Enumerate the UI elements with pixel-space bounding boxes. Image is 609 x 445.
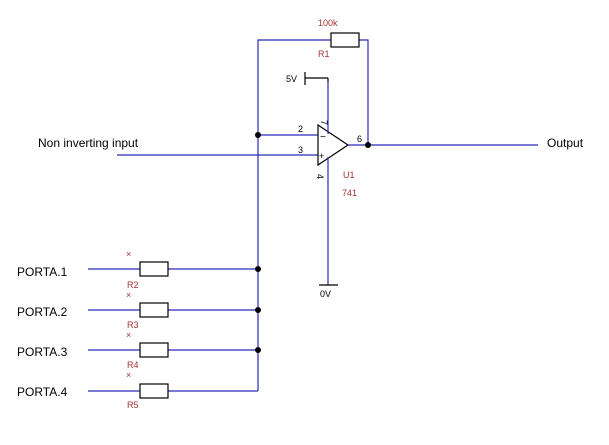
r2-ref: R2 [127,280,139,290]
r1-ref: R1 [318,49,330,59]
r3-value: × [126,290,131,300]
non-inverting-input-label: Non inverting input [38,136,139,150]
resistor-r2 [139,261,169,277]
porta-3-label: PORTA.3 [17,345,68,359]
r3-ref: R3 [127,320,139,330]
r5-value: × [126,370,131,380]
u1-value: 741 [342,188,357,198]
pin-2-label: 2 [298,124,303,134]
resistor-r4 [139,342,169,358]
resistor-r1 [330,32,360,48]
r5-ref: R5 [127,400,139,410]
resistor-r3 [139,302,169,318]
porta-1-label: PORTA.1 [17,265,68,279]
opamp-u1 [317,123,350,167]
resistor-r5 [139,383,169,399]
inverting-pin-sign: − [320,132,326,143]
junction-inverting-node [255,132,261,138]
junction-porta-2 [255,307,261,313]
pin-7-label: 7 [319,120,329,125]
ground-label: 0V [320,289,331,299]
r4-ref: R4 [127,360,139,370]
junction-output-node [365,142,371,148]
non-inverting-pin-sign: + [319,151,324,161]
junction-porta-3 [255,347,261,353]
output-label: Output [547,136,584,150]
r4-value: × [126,330,131,340]
u1-ref: U1 [343,170,355,180]
supply-label: 5V [286,74,297,84]
porta-2-label: PORTA.2 [17,305,68,319]
pin-6-label: 6 [357,134,362,144]
feedback-wire-right [359,39,369,145]
r1-value: 100k [318,18,338,28]
junction-porta-1 [255,266,261,272]
feedback-wire-left [257,39,331,135]
r2-value: × [126,249,131,259]
pin-4-label: 4 [315,174,325,179]
porta-4-label: PORTA.4 [17,385,68,399]
pin-3-label: 3 [298,145,303,155]
